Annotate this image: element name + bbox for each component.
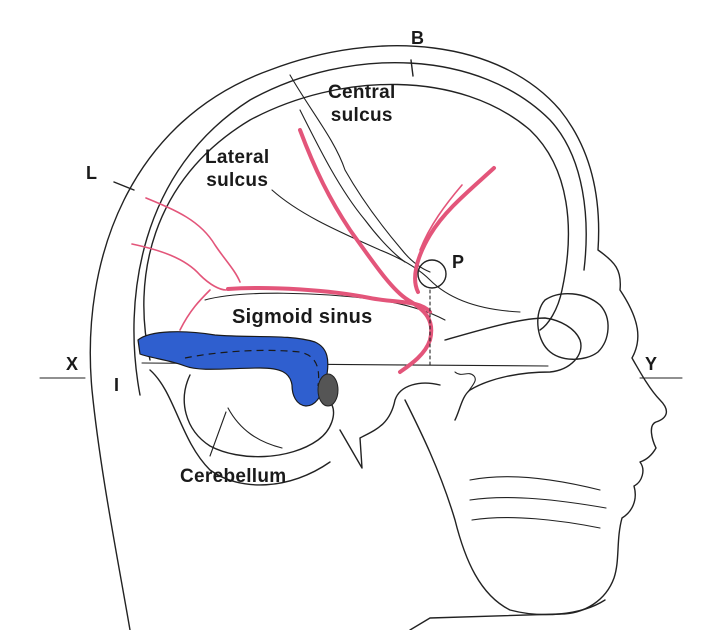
label-p: P [452, 252, 465, 272]
middle-meningeal-artery-branch [131, 243, 227, 291]
sigmoid-sinus-shape [137, 331, 329, 407]
ear-canal [454, 371, 476, 393]
label-b: B [411, 28, 425, 48]
skull-outer-outline [89, 45, 667, 631]
upper-teeth-line [469, 476, 601, 491]
occipital-bone [149, 369, 331, 486]
sinus-dashed-line [184, 349, 320, 387]
label-l: L [86, 163, 98, 183]
artery-to-sinus [179, 289, 211, 331]
cerebellum-label: Cerebellum [180, 466, 287, 487]
bregma-tick [410, 59, 414, 77]
cerebellum-outline [183, 374, 335, 458]
anterior-vessel [298, 128, 434, 374]
lateral-sulcus-label: Lateral sulcus [205, 146, 269, 192]
central-sulcus-line [289, 74, 431, 273]
skull-inner-outline [133, 62, 587, 396]
lateral-sulcus-label-line2: sulcus [206, 170, 269, 191]
pterion-marker [417, 259, 447, 289]
cerebellum-leader [209, 411, 227, 457]
anterior-vessel-branch [413, 166, 496, 294]
sigmoid-sinus-label: Sigmoid sinus [232, 306, 373, 328]
orbit [537, 293, 609, 360]
label-i: I [114, 375, 120, 395]
anterior-vessel-branch-2 [419, 184, 463, 251]
central-sulcus-label-line1: Central [328, 82, 396, 103]
lateral-sulcus-label-line1: Lateral [205, 147, 270, 168]
middle-meningeal-artery-posterior [145, 197, 241, 283]
central-sulcus-label-line2: sulcus [330, 105, 393, 126]
mandible [404, 399, 606, 616]
lower-teeth-line [471, 517, 601, 529]
bite-line [469, 497, 607, 509]
central-sulcus-label: Central sulcus [328, 81, 396, 127]
mastoid-process [317, 373, 339, 407]
label-y: Y [645, 354, 658, 374]
zygomatic-arch [444, 317, 582, 421]
label-x: X [66, 354, 79, 374]
skull-base [339, 382, 441, 469]
brain-outline [143, 83, 570, 361]
cerebellum-fissure [227, 407, 283, 449]
central-sulcus-line-2 [299, 109, 406, 263]
lateral-sulcus-line [271, 189, 521, 313]
lambda-tick [113, 181, 135, 191]
